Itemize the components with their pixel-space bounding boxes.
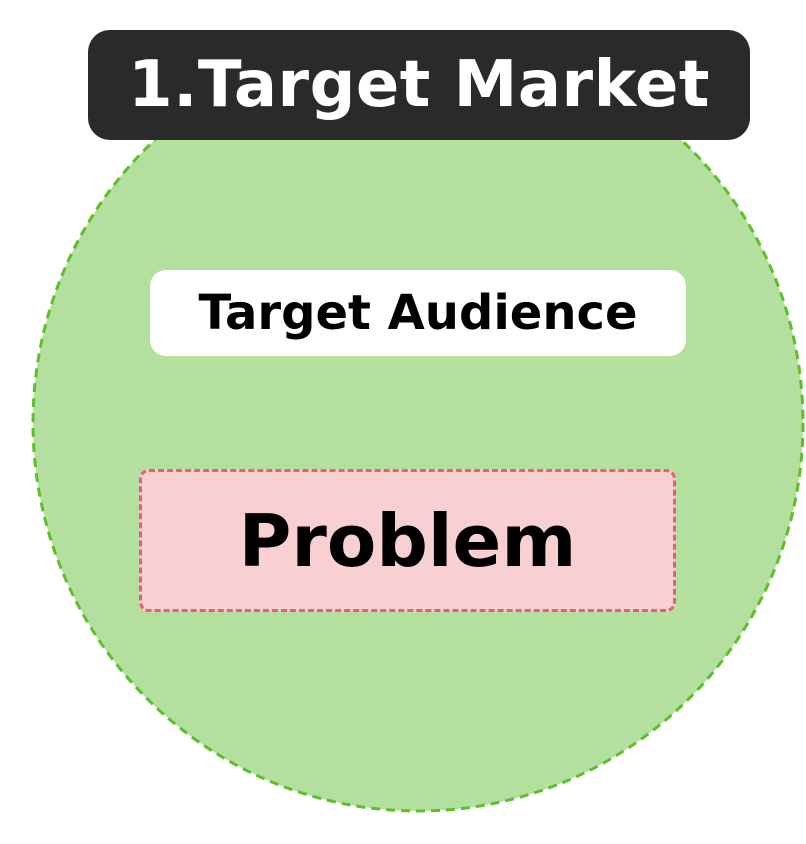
target-market-title: 1.Target Market (128, 48, 710, 122)
target-market-circle (31, 33, 805, 813)
problem-label: Problem (238, 498, 577, 583)
target-market-title-box: 1.Target Market (88, 30, 750, 140)
problem-box: Problem (139, 469, 676, 612)
target-audience-box: Target Audience (150, 270, 686, 356)
target-audience-label: Target Audience (198, 285, 638, 341)
